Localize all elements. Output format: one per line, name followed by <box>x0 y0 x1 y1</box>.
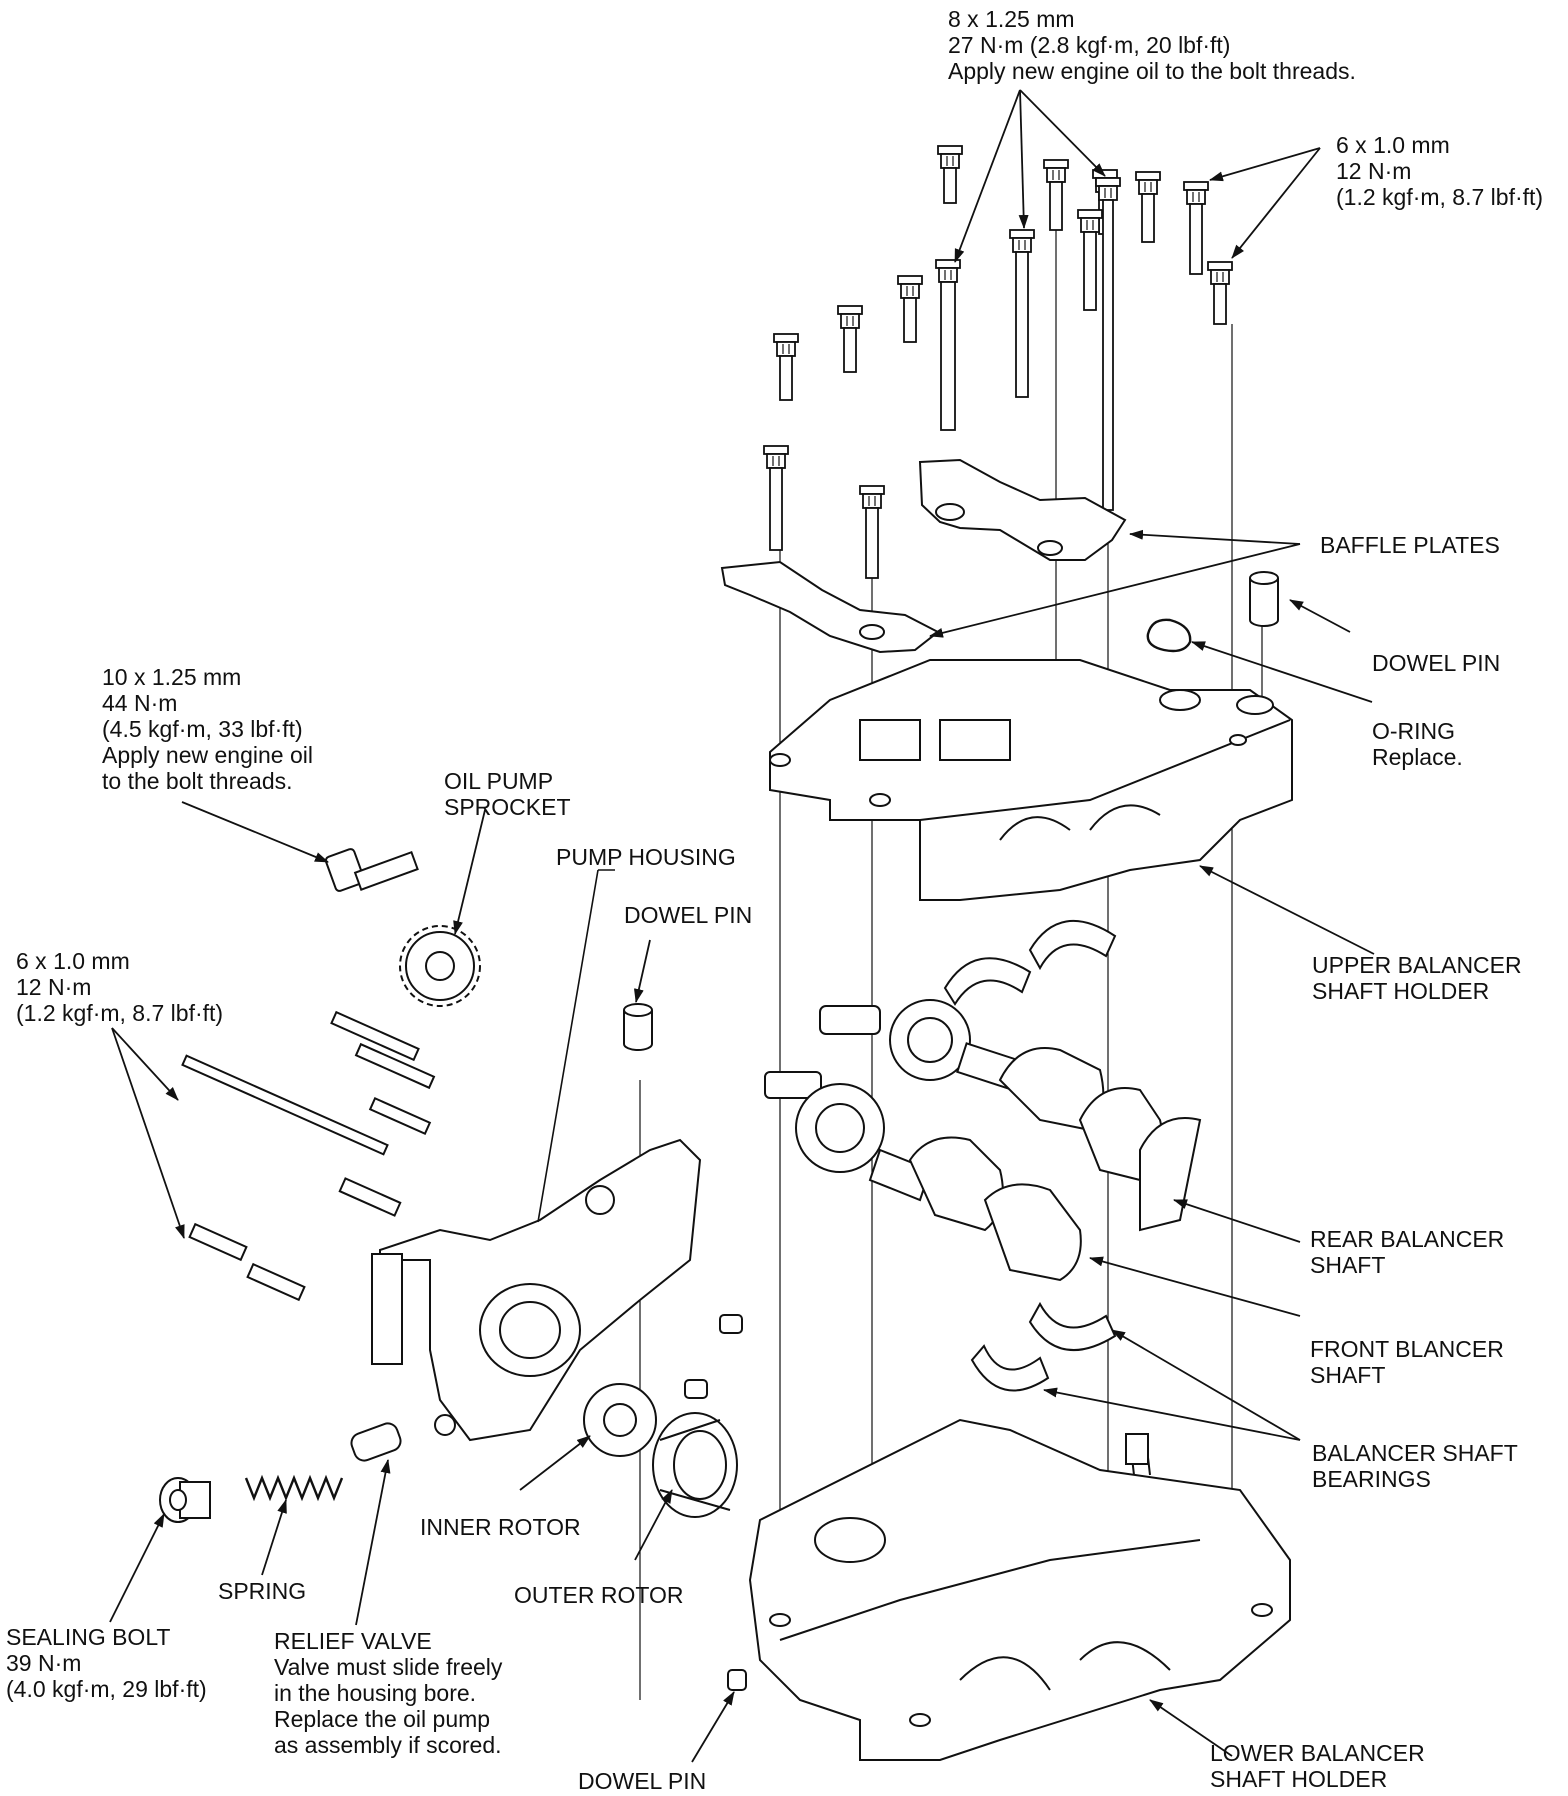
label-relief-valve: RELIEF VALVE Valve must slide freely in … <box>274 1628 502 1758</box>
label-dowel-pin-bottom: DOWEL PIN <box>578 1768 707 1794</box>
pump-bolts-part <box>181 1010 436 1302</box>
label-line: SHAFT HOLDER <box>1312 978 1490 1004</box>
sprocket-part <box>399 925 481 1007</box>
leader-arrows <box>109 89 1375 1763</box>
label-line: 27 N·m (2.8 kgf·m, 20 lbf·ft) <box>948 32 1231 58</box>
label-line: SHAFT HOLDER <box>1210 1766 1388 1792</box>
label-pump-bolts: 6 x 1.0 mm 12 N·m (1.2 kgf·m, 8.7 lbf·ft… <box>16 948 223 1026</box>
o-ring-part <box>1146 618 1192 653</box>
label-rear-shaft: REAR BALANCER SHAFT <box>1310 1226 1504 1278</box>
label-line: Apply new engine oil <box>102 742 313 768</box>
label-lower-holder: LOWER BALANCER SHAFT HOLDER <box>1210 1740 1425 1792</box>
label-line: as assembly if scored. <box>274 1732 502 1758</box>
label-inner-rotor: INNER ROTOR <box>420 1514 581 1540</box>
sealing-bolt-part <box>159 1477 211 1523</box>
label-line: BALANCER SHAFT <box>1312 1440 1518 1466</box>
label-line: to the bolt threads. <box>102 768 293 794</box>
label-line: (4.0 kgf·m, 29 lbf·ft) <box>6 1676 207 1702</box>
label-dowel-pin-mid: DOWEL PIN <box>624 902 753 928</box>
top-bolts <box>763 145 1233 579</box>
label-line: (1.2 kgf·m, 8.7 lbf·ft) <box>16 1000 224 1026</box>
label-spring: SPRING <box>218 1578 307 1604</box>
dowel-pin-mid-part <box>623 1003 653 1051</box>
label-line: REAR BALANCER <box>1310 1226 1505 1252</box>
label-line: in the housing bore. <box>274 1680 477 1706</box>
upper-holder-part <box>769 659 1293 901</box>
baffle-plate-lower <box>720 560 940 654</box>
label-pump-housing: PUMP HOUSING <box>556 844 736 870</box>
label-line: 10 x 1.25 mm <box>102 664 242 690</box>
label-line: Replace. <box>1372 744 1463 770</box>
label-sprocket-bolt: 10 x 1.25 mm 44 N·m (4.5 kgf·m, 33 lbf·f… <box>102 664 313 794</box>
label-line: RELIEF VALVE <box>274 1628 432 1654</box>
spring-part <box>244 1474 344 1502</box>
label-line: Apply new engine oil to the bolt threads… <box>948 58 1356 84</box>
label-line: (4.5 kgf·m, 33 lbf·ft) <box>102 716 303 742</box>
outer-rotor-part <box>652 1412 738 1518</box>
front-balancer-shaft <box>764 1071 1082 1282</box>
small-dowels-part <box>684 1314 743 1399</box>
label-line: 12 N·m <box>1336 158 1412 184</box>
label-top-bolts-6mm: 6 x 1.0 mm 12 N·m (1.2 kgf·m, 8.7 lbf·ft… <box>1336 132 1543 210</box>
upper-bearings-part <box>943 920 1117 1006</box>
label-line: 39 N·m <box>6 1650 82 1676</box>
label-line: 12 N·m <box>16 974 92 1000</box>
lower-holder-part <box>748 1418 1291 1761</box>
label-sealing-bolt: SEALING BOLT 39 N·m (4.0 kgf·m, 29 lbf·f… <box>6 1624 207 1702</box>
label-dowel-pin-right: DOWEL PIN <box>1372 650 1501 676</box>
label-top-bolts-8mm: 8 x 1.25 mm 27 N·m (2.8 kgf·m, 20 lbf·ft… <box>948 6 1356 84</box>
label-line: SHAFT <box>1310 1252 1386 1278</box>
baffle-plate-upper <box>918 458 1127 561</box>
label-upper-holder: UPPER BALANCER SHAFT HOLDER <box>1312 952 1522 1004</box>
label-line: LOWER BALANCER <box>1210 1740 1425 1766</box>
label-baffle-plates: BAFFLE PLATES <box>1320 532 1500 558</box>
label-line: 44 N·m <box>102 690 178 716</box>
label-o-ring: O-RING Replace. <box>1372 718 1463 770</box>
lower-bearings-part <box>970 1301 1117 1392</box>
rear-balancer-shaft <box>819 999 1202 1232</box>
relief-valve-part <box>350 1422 402 1462</box>
label-bearings: BALANCER SHAFT BEARINGS <box>1312 1440 1518 1492</box>
label-line: UPPER BALANCER <box>1312 952 1522 978</box>
label-line: O-RING <box>1372 718 1456 744</box>
label-oil-pump-sprocket: OIL PUMP SPROCKET <box>444 768 571 820</box>
dowel-pin-bottom-part <box>727 1669 747 1691</box>
label-line: Replace the oil pump <box>274 1706 491 1732</box>
sprocket-bolt-part <box>324 848 419 892</box>
label-line: Valve must slide freely <box>274 1654 503 1680</box>
label-line: 6 x 1.0 mm <box>1336 132 1450 158</box>
pump-housing-leader <box>537 869 615 1223</box>
label-line: BEARINGS <box>1312 1466 1431 1492</box>
label-line: SPROCKET <box>444 794 571 820</box>
label-line: (1.2 kgf·m, 8.7 lbf·ft) <box>1336 184 1544 210</box>
label-outer-rotor: OUTER ROTOR <box>514 1582 684 1608</box>
label-line: 8 x 1.25 mm <box>948 6 1075 32</box>
label-line: SEALING BOLT <box>6 1624 171 1650</box>
label-line: FRONT BLANCER <box>1310 1336 1504 1362</box>
dowel-pin-right-part <box>1249 571 1279 627</box>
label-front-shaft: FRONT BLANCER SHAFT <box>1310 1336 1504 1388</box>
label-line: 6 x 1.0 mm <box>16 948 130 974</box>
pump-housing-part <box>371 1138 702 1442</box>
label-line: OIL PUMP <box>444 768 554 794</box>
inner-rotor-part <box>583 1383 657 1457</box>
label-line: SHAFT <box>1310 1362 1386 1388</box>
